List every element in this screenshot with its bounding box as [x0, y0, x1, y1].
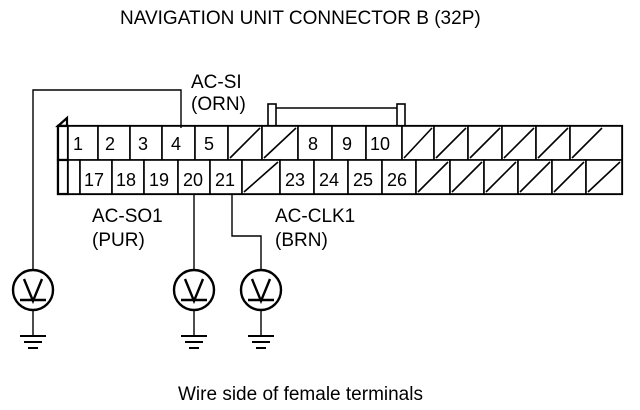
connector-notch-bottom	[56, 158, 70, 196]
pin-21: 21	[215, 170, 235, 190]
voltmeter-icon	[239, 268, 283, 312]
ac-so1-label: AC-SO1	[92, 206, 163, 227]
pin-23: 23	[285, 170, 305, 190]
latch-post-left	[267, 103, 277, 127]
pin-19: 19	[149, 170, 169, 190]
pin-3: 3	[138, 134, 148, 154]
pin-2: 2	[105, 134, 115, 154]
pin-26: 26	[387, 170, 407, 190]
diagram-title: NAVIGATION UNIT CONNECTOR B (32P)	[120, 8, 481, 29]
ac-so1-color: (PUR)	[92, 230, 145, 251]
voltmeter-icon	[11, 268, 55, 312]
connector-bottom-row	[67, 159, 623, 195]
pin-24: 24	[319, 170, 339, 190]
voltmeter-icon	[172, 268, 216, 312]
wire-ac-si	[32, 89, 182, 270]
pin-20: 20	[183, 170, 203, 190]
ground-icon	[20, 335, 46, 349]
connector-notch-left	[55, 115, 69, 128]
pin-4: 4	[171, 134, 181, 154]
pin-8: 8	[308, 134, 318, 154]
ground-icon	[248, 335, 274, 349]
wire-ac-clk1	[231, 194, 262, 270]
pin-9: 9	[342, 134, 352, 154]
pin-17: 17	[84, 170, 104, 190]
ac-si-color: (ORN)	[191, 94, 246, 115]
pin-1: 1	[73, 134, 83, 154]
ground-icon	[181, 335, 207, 349]
connector-top-row	[67, 125, 623, 161]
ac-clk1-color: (BRN)	[275, 230, 328, 251]
latch-post-right	[396, 103, 406, 127]
pin-25: 25	[353, 170, 373, 190]
connector-latch	[271, 107, 402, 122]
ac-clk1-label: AC-CLK1	[275, 206, 355, 227]
pin-10: 10	[370, 134, 390, 154]
connector-notch-top	[56, 124, 70, 162]
pin-18: 18	[116, 170, 136, 190]
pin-5: 5	[204, 134, 214, 154]
ac-si-label: AC-SI	[191, 72, 242, 93]
diagram-caption: Wire side of female terminals	[178, 384, 423, 405]
